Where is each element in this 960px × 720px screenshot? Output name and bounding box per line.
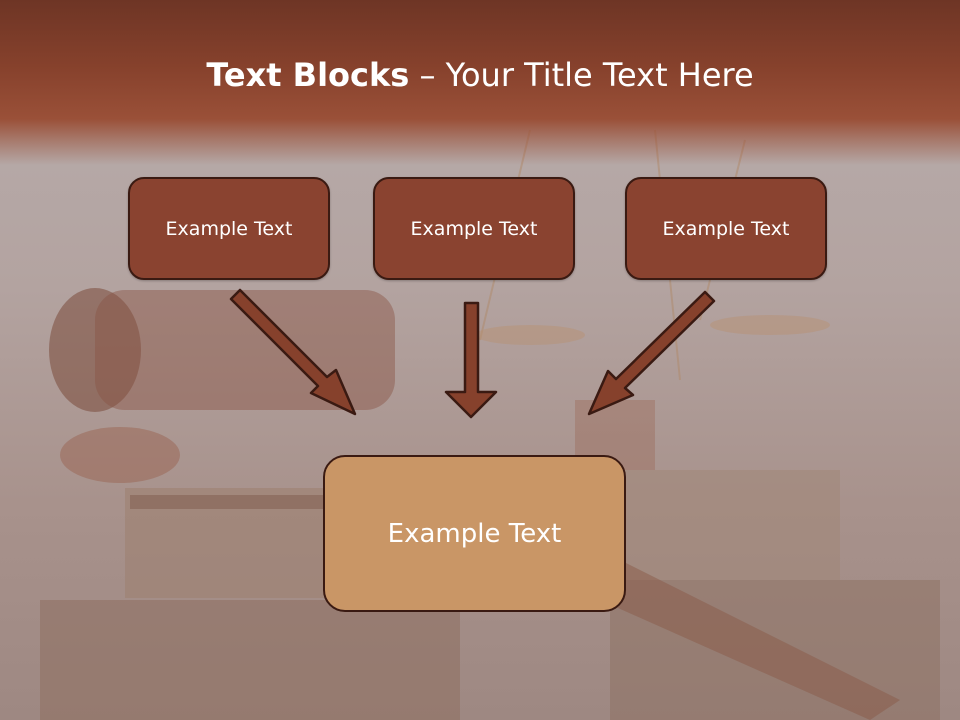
text-block-2: Example Text [373,177,575,280]
text-block-3-label: Example Text [662,217,790,240]
title-rest: Your Title Text Here [445,56,754,94]
arrow-right [587,290,716,416]
slide-title: Text Blocks – Your Title Text Here [0,56,960,94]
center-text-block: Example Text [323,455,626,612]
arrow-left [229,288,357,416]
text-block-1-label: Example Text [165,217,293,240]
center-text-block-label: Example Text [387,518,562,549]
text-block-3: Example Text [625,177,827,280]
title-separator: – [409,56,446,94]
text-block-2-label: Example Text [410,217,538,240]
text-block-1: Example Text [128,177,330,280]
title-bold: Text Blocks [206,56,410,94]
arrow-center [444,301,498,419]
header-band [0,0,960,165]
